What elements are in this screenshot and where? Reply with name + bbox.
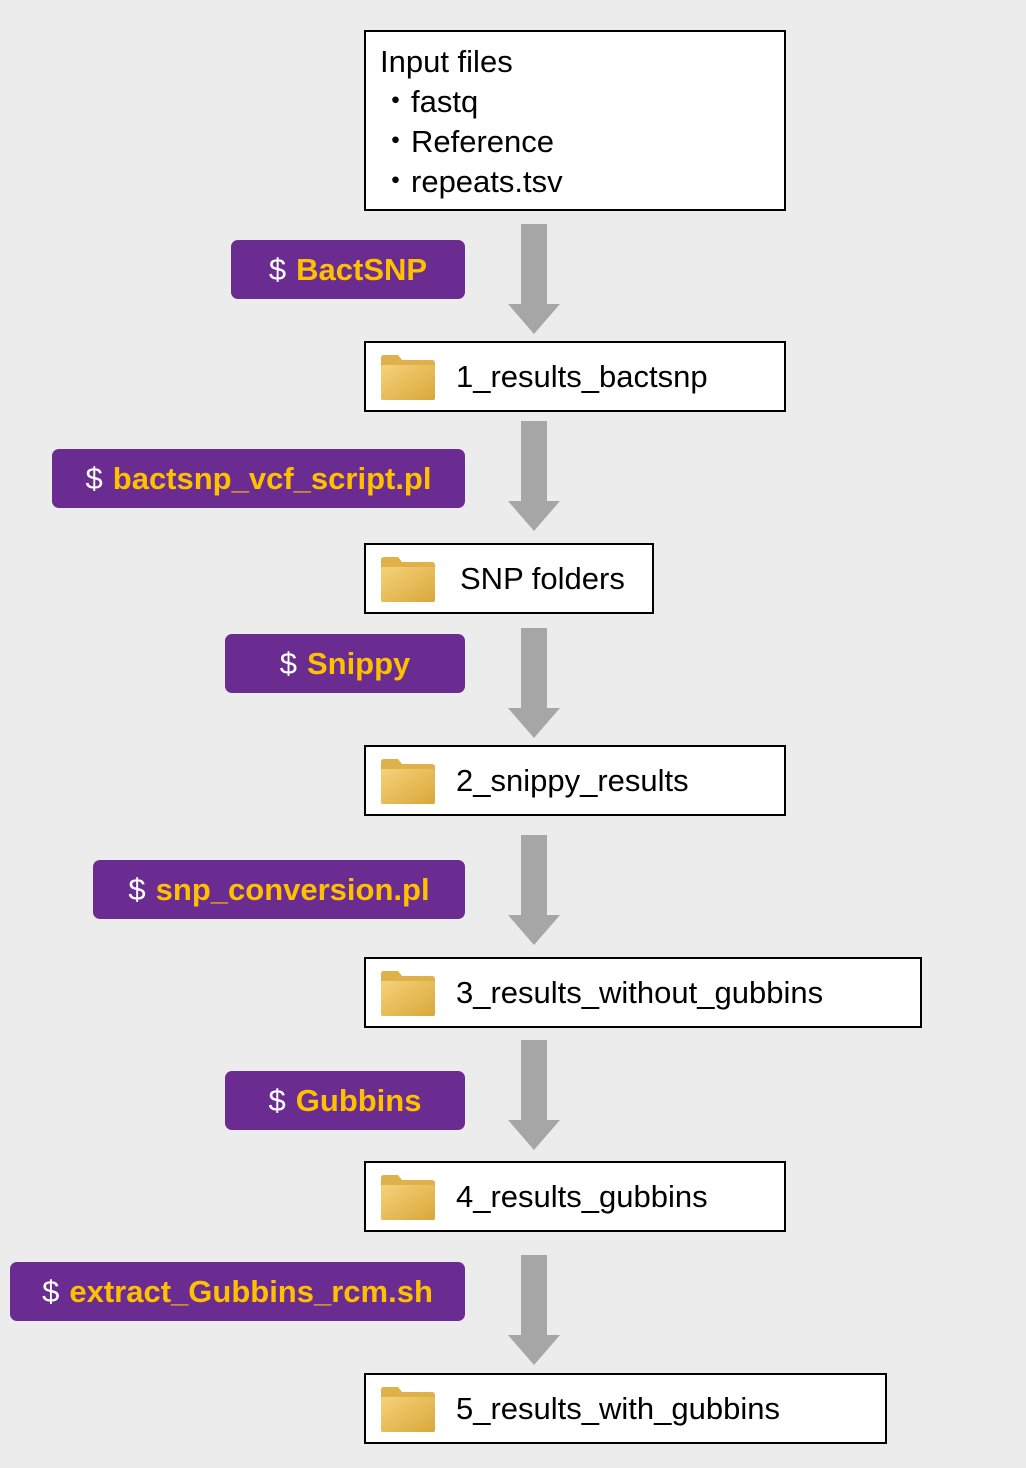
arrow-down-icon <box>508 421 560 531</box>
folder-label: 5_results_with_gubbins <box>456 1390 780 1426</box>
arrow-down-icon <box>508 1040 560 1150</box>
command-prompt: $ <box>42 1273 60 1309</box>
command-bactsnp: $BactSNP <box>231 240 465 299</box>
command-name: bactsnp_vcf_script.pl <box>112 460 432 496</box>
command-bactsnp-vcf-script: $bactsnp_vcf_script.pl <box>52 449 465 508</box>
folder-box-snp-folders: SNP folders <box>364 543 654 614</box>
input-file-reference: ・Reference <box>380 124 555 159</box>
folder-label: 3_results_without_gubbins <box>456 974 824 1010</box>
command-snp-conversion: $snp_conversion.pl <box>93 860 465 919</box>
folder-icon <box>381 970 435 1016</box>
arrow-down-icon <box>508 628 560 738</box>
arrow-down-icon <box>508 835 560 945</box>
command-prompt: $ <box>268 251 287 287</box>
input-files-box: Input files ・fastq ・Reference ・repeats.t… <box>364 30 786 211</box>
folder-box-1-results-bactsnp: 1_results_bactsnp <box>364 341 786 412</box>
arrow-down-icon <box>508 1255 560 1365</box>
folder-label: 4_results_gubbins <box>456 1178 708 1214</box>
folder-icon <box>381 758 435 804</box>
folder-icon <box>381 354 435 400</box>
input-files-title: Input files <box>380 44 513 79</box>
command-name: extract_Gubbins_rcm.sh <box>69 1273 433 1309</box>
folder-label: 1_results_bactsnp <box>456 358 708 394</box>
input-file-repeats: ・repeats.tsv <box>380 164 563 199</box>
folder-box-3-results-without-gubbins: 3_results_without_gubbins <box>364 957 922 1028</box>
command-prompt: $ <box>85 460 103 496</box>
folder-icon <box>381 556 435 602</box>
command-gubbins: $Gubbins <box>225 1071 465 1130</box>
command-name: Snippy <box>306 645 411 681</box>
folder-label: 2_snippy_results <box>456 762 689 798</box>
folder-box-5-results-with-gubbins: 5_results_with_gubbins <box>364 1373 887 1444</box>
folder-box-2-snippy-results: 2_snippy_results <box>364 745 786 816</box>
folder-box-4-results-gubbins: 4_results_gubbins <box>364 1161 786 1232</box>
folder-icon <box>381 1386 435 1432</box>
folder-label: SNP folders <box>460 560 625 596</box>
command-prompt: $ <box>268 1082 286 1118</box>
command-name: snp_conversion.pl <box>155 871 430 907</box>
command-prompt: $ <box>128 871 146 907</box>
command-name: Gubbins <box>295 1082 422 1118</box>
command-extract-gubbins-rcm: $extract_Gubbins_rcm.sh <box>10 1262 465 1321</box>
input-file-fastq: ・fastq <box>380 84 479 119</box>
arrow-down-icon <box>508 224 560 334</box>
command-prompt: $ <box>279 645 297 681</box>
command-name: BactSNP <box>296 251 428 287</box>
command-snippy: $Snippy <box>225 634 465 693</box>
folder-icon <box>381 1174 435 1220</box>
